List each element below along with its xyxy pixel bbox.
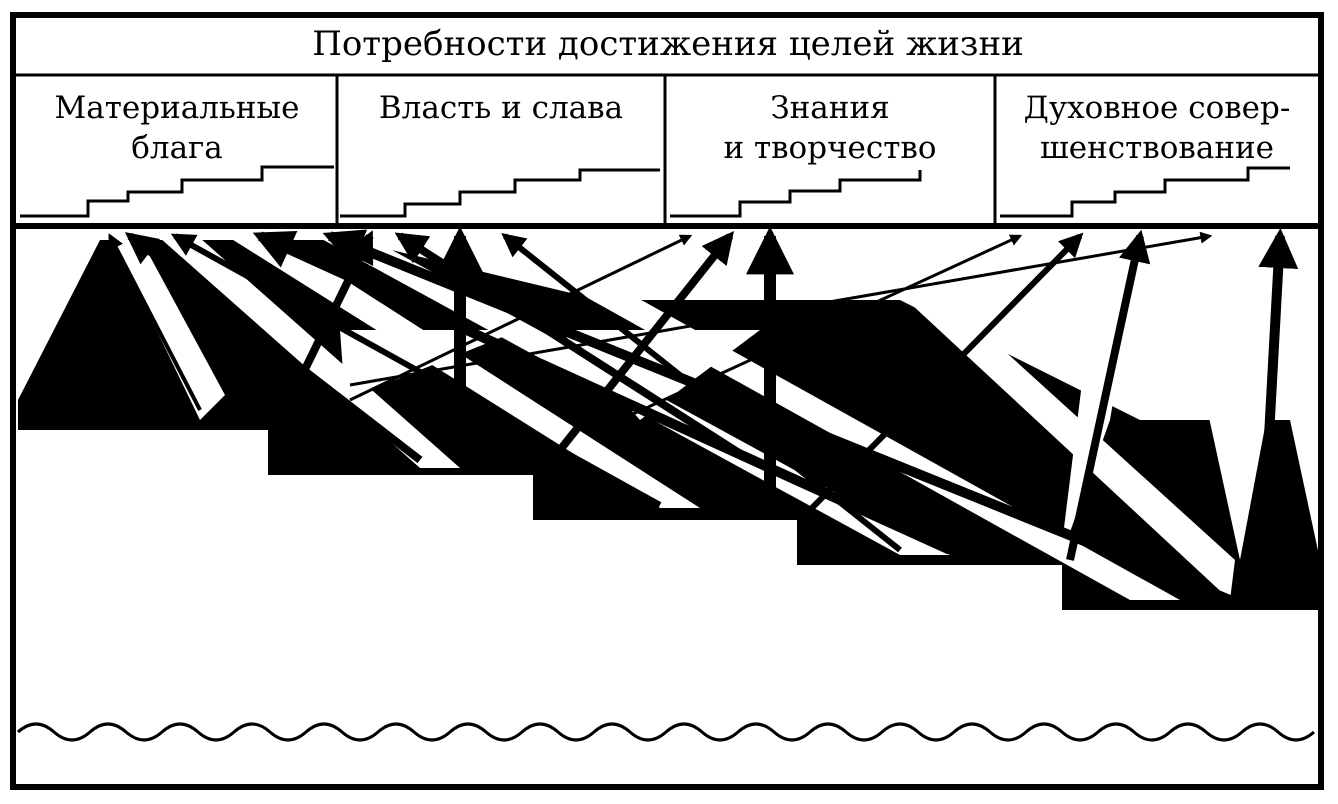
arrow-3: [170, 233, 662, 508]
arrow-17: [1255, 228, 1299, 601]
category-label-power: Власть и слава: [378, 90, 624, 126]
ray-gap-8: [1170, 238, 1270, 560]
arrow-9: [501, 233, 902, 553]
arrow-2: [124, 232, 423, 464]
arrow-13: [619, 234, 1023, 422]
wavy-line: [17, 722, 1315, 742]
ray-gap-6: [840, 238, 1235, 600]
arrow-11: [556, 230, 734, 453]
category-label-material: Материальные блага: [54, 90, 300, 166]
arrow-15: [349, 231, 1213, 387]
arrow-10: [349, 234, 693, 402]
mini-staircase-3: [670, 170, 922, 218]
category-label-knowledge: Знания и творчество: [723, 90, 937, 166]
arrow-16: [1066, 229, 1151, 561]
arrow-5: [322, 229, 1232, 605]
arrow-8: [394, 232, 753, 464]
mini-staircase-4: [1000, 166, 1290, 218]
arrows: [108, 226, 1299, 605]
diagram-title: Потребности достижения целей жизни: [312, 24, 1024, 64]
mini-staircase-2: [340, 168, 660, 218]
mini-staircase-1: [20, 165, 334, 218]
arrow-14: [807, 232, 1084, 513]
arrow-6: [286, 230, 374, 402]
arrow-1: [108, 233, 202, 411]
ray-gap-1: [112, 238, 225, 420]
diagram-frame: [10, 12, 1324, 790]
category-label-spiritual: Духовное совер- шенствование: [1023, 90, 1291, 166]
